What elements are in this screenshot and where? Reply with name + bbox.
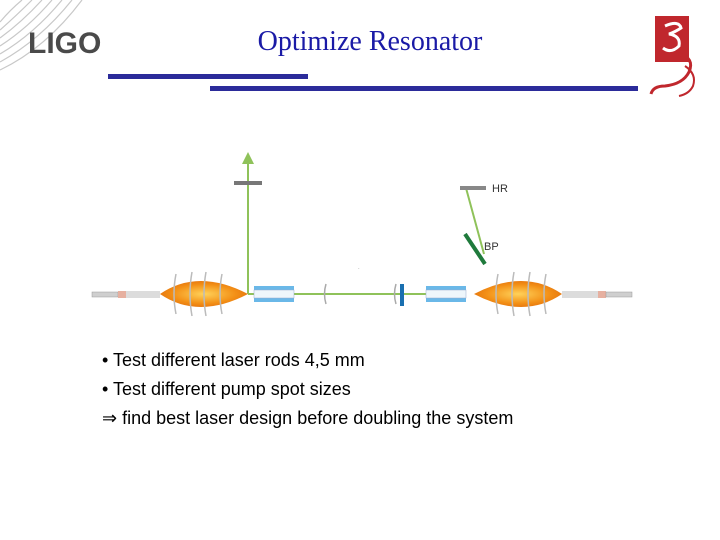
bullet-list: • Test different laser rods 4,5 mm • Tes… [102, 346, 662, 433]
bp-label: BP [484, 241, 499, 253]
beam-path [247, 160, 485, 295]
bullet-item: ⇒ find best laser design before doubling… [102, 408, 514, 428]
bullet-item: • Test different pump spot sizes [102, 379, 351, 399]
hr-label: HR [492, 183, 508, 195]
stray-dot: . [358, 265, 360, 271]
page-title: Optimize Resonator [257, 26, 483, 57]
pump-lens-right [474, 271, 562, 317]
hr-mirror [460, 186, 486, 190]
q-switch-element [400, 284, 404, 306]
pump-lens-left [160, 271, 248, 317]
middle-lens [393, 283, 397, 305]
university-seal-logo [649, 16, 695, 97]
pump-input-right [562, 291, 633, 298]
intracavity-lens [323, 283, 327, 305]
ligo-logo-text: LIGO [28, 27, 101, 60]
bullet-item: • Test different laser rods 4,5 mm [102, 350, 365, 370]
laser-rod-left [253, 286, 295, 302]
bp-plate [463, 232, 487, 266]
title-rule-upper [108, 74, 308, 79]
output-mirror [234, 181, 262, 185]
output-beam-arrow [242, 152, 254, 164]
resonator-diagram: HR BP . [91, 152, 633, 317]
pump-input-left [91, 291, 160, 298]
title-rule-lower [210, 86, 638, 91]
ligo-logo: LIGO [0, 0, 101, 71]
laser-rod-right [425, 286, 467, 302]
